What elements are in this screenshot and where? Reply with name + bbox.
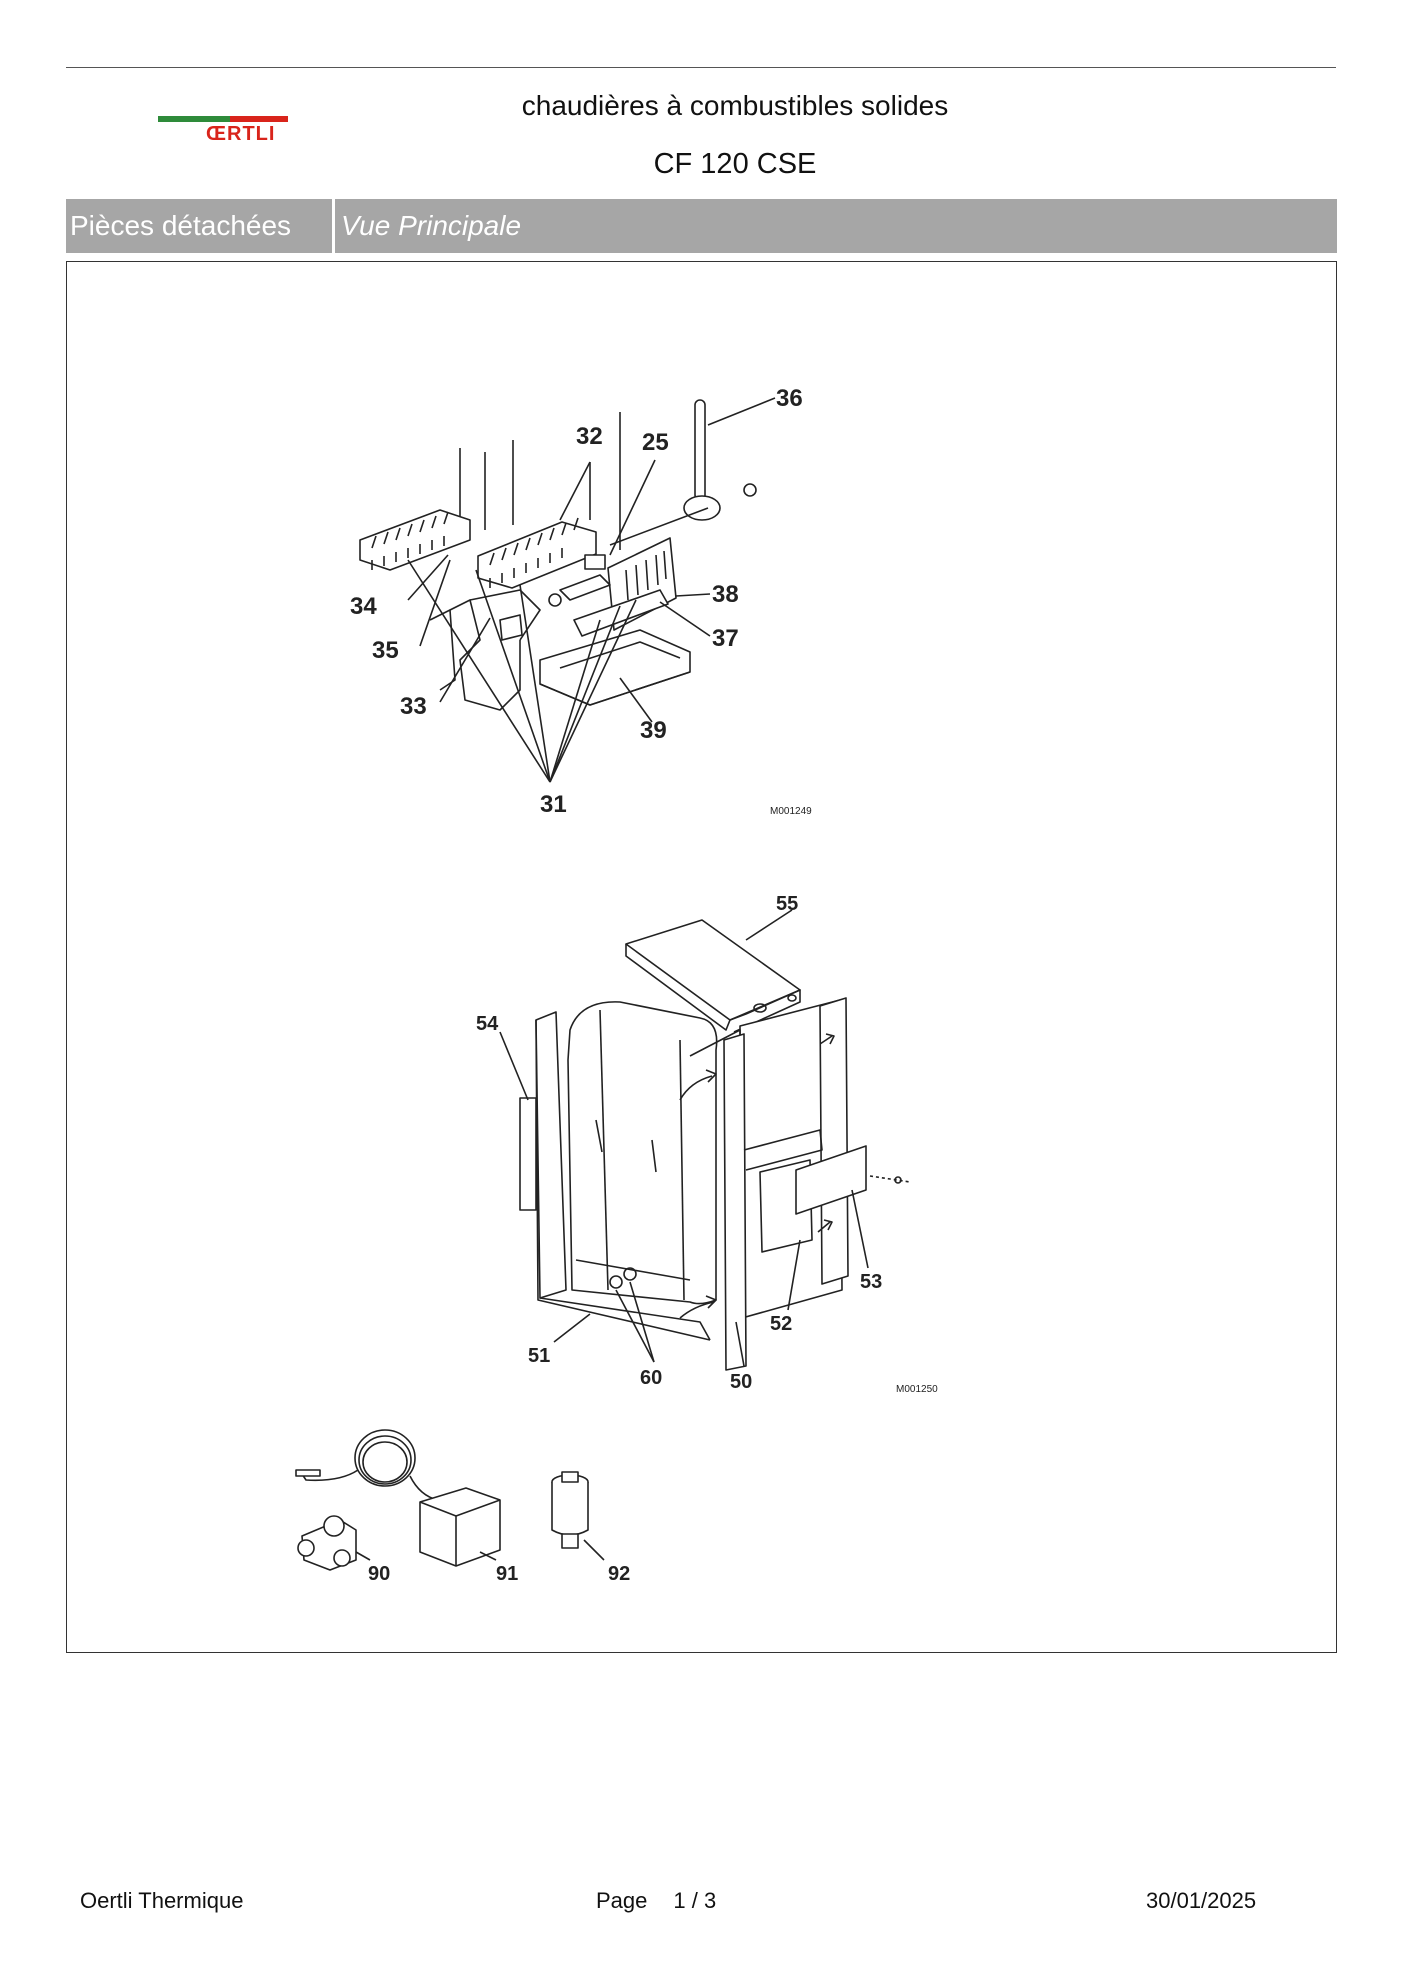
figure-code-1: M001249 bbox=[770, 806, 812, 817]
section-view: Vue Principale bbox=[341, 210, 522, 241]
part-label-92: 92 bbox=[608, 1563, 630, 1585]
footer-pagination: Page 1 / 3 bbox=[596, 1888, 716, 1914]
part-label-39: 39 bbox=[640, 717, 667, 744]
section-bar: Pièces détachées Vue Principale bbox=[66, 199, 1337, 253]
grate-assembly-figure bbox=[359, 397, 776, 783]
part-label-34: 34 bbox=[350, 593, 377, 620]
part-label-25: 25 bbox=[642, 429, 669, 456]
part-label-54: 54 bbox=[476, 1013, 499, 1035]
model-title: CF 120 CSE bbox=[653, 148, 817, 180]
top-rule bbox=[66, 67, 1336, 68]
part-label-35: 35 bbox=[372, 637, 399, 664]
casing-figure bbox=[499, 909, 911, 1371]
part-label-36: 36 bbox=[776, 385, 803, 412]
footer-page-number: 1 / 3 bbox=[673, 1888, 717, 1913]
part-label-37: 37 bbox=[712, 625, 739, 652]
part-label-38: 38 bbox=[712, 581, 739, 608]
footer-company: Oertli Thermique bbox=[80, 1888, 244, 1913]
part-label-51: 51 bbox=[528, 1345, 550, 1367]
part-label-52: 52 bbox=[770, 1313, 792, 1335]
part-label-60: 60 bbox=[640, 1367, 662, 1389]
part-label-50: 50 bbox=[730, 1371, 752, 1393]
part-label-90: 90 bbox=[368, 1563, 390, 1585]
part-label-53: 53 bbox=[860, 1271, 882, 1293]
logo-color-bar bbox=[158, 116, 288, 122]
logo-text: ŒRTLI bbox=[206, 123, 276, 145]
footer-date: 30/01/2025 bbox=[1146, 1888, 1257, 1913]
oertli-logo: ŒRTLI bbox=[158, 112, 298, 152]
section-category: Pièces détachées bbox=[70, 210, 292, 241]
document-title: chaudières à combustibles solides bbox=[521, 90, 949, 121]
part-label-31: 31 bbox=[540, 791, 567, 818]
part-label-91: 91 bbox=[496, 1563, 518, 1585]
part-label-33: 33 bbox=[400, 693, 427, 720]
figure-code-2: M001250 bbox=[896, 1384, 938, 1395]
part-label-32: 32 bbox=[576, 423, 603, 450]
drawing-frame bbox=[66, 261, 1337, 1653]
accessories-figure bbox=[295, 1429, 605, 1571]
section-cell bbox=[66, 199, 335, 253]
part-label-55: 55 bbox=[776, 893, 798, 915]
footer-page-label: Page bbox=[596, 1888, 648, 1913]
